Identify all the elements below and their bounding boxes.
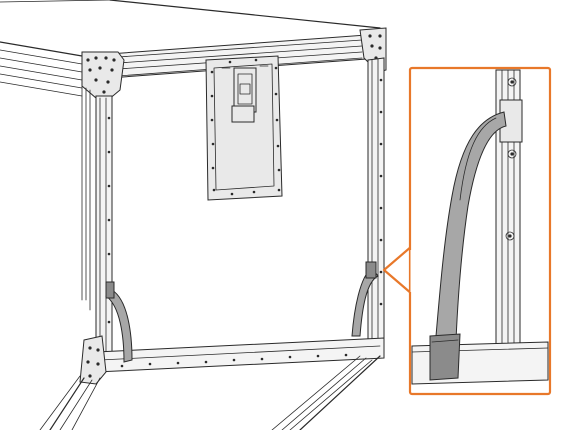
rear-left-post (81, 85, 91, 311)
left-post (95, 95, 113, 361)
corner-bracket-top-left (81, 51, 125, 101)
top-cover (0, 0, 381, 97)
access-panel (205, 55, 283, 201)
right-post (367, 57, 385, 349)
strap-left (105, 281, 133, 363)
detail-callout (382, 66, 552, 396)
strap-right (351, 261, 379, 337)
base-legs (39, 355, 381, 430)
panel-latch (221, 65, 269, 123)
detail-view (411, 69, 549, 385)
frame-assembly (0, 0, 387, 430)
corner-bracket-bottom-left (79, 335, 107, 385)
bottom-rail (95, 337, 385, 373)
callout-pointer (382, 244, 414, 296)
